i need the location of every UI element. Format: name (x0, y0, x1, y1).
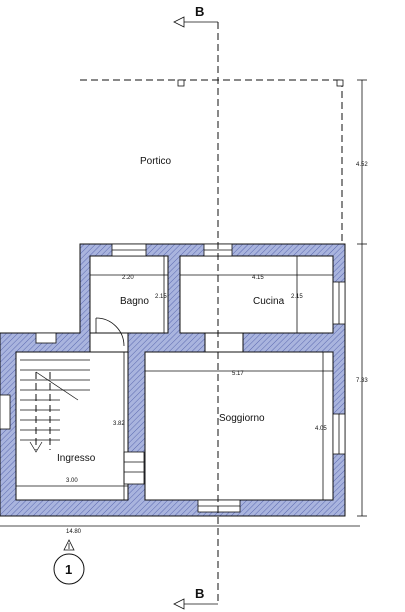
hallway (89, 332, 129, 353)
portico-depth-dim: 4.52 (356, 162, 368, 168)
section-label-top: B (195, 4, 204, 19)
cucina-width-dim: 4.15 (252, 275, 264, 281)
cucina-height-dim: 2.15 (291, 294, 303, 300)
entry-door (95, 317, 145, 485)
section-label-bottom: B (195, 586, 204, 601)
soggiorno-label: Soggiorno (219, 413, 265, 424)
ingresso-room (15, 351, 129, 501)
bagno-width-dim: 2.20 (122, 275, 134, 281)
house-depth-dim: 7.33 (356, 378, 368, 384)
soggiorno-height-dim: 4.05 (315, 426, 327, 432)
soggiorno-width-dim: 5.17 (232, 371, 244, 377)
portico-outline (80, 79, 344, 244)
cucina-room (179, 255, 334, 334)
entrance-marker-label: 1 (65, 562, 72, 577)
staircase (20, 359, 90, 453)
cucina-label: Cucina (253, 296, 285, 307)
exterior-dimension-lines (0, 79, 367, 527)
windows (0, 243, 346, 513)
kitchen-passage (204, 332, 244, 353)
portico-label: Portico (140, 156, 172, 167)
bagno-label: Bagno (120, 296, 149, 307)
ingresso-height-dim: 3.82 (113, 421, 125, 427)
section-line-b (173, 16, 219, 610)
bagno-height-dim: 2.15 (155, 294, 167, 300)
interior-dimension-lines (16, 256, 333, 500)
ingresso-width-dim: 3.00 (66, 478, 78, 484)
ingresso-label: Ingresso (57, 453, 96, 464)
total-width-dim: 14.80 (66, 529, 82, 535)
bagno-room (89, 255, 169, 334)
entrance-marker (53, 539, 85, 585)
